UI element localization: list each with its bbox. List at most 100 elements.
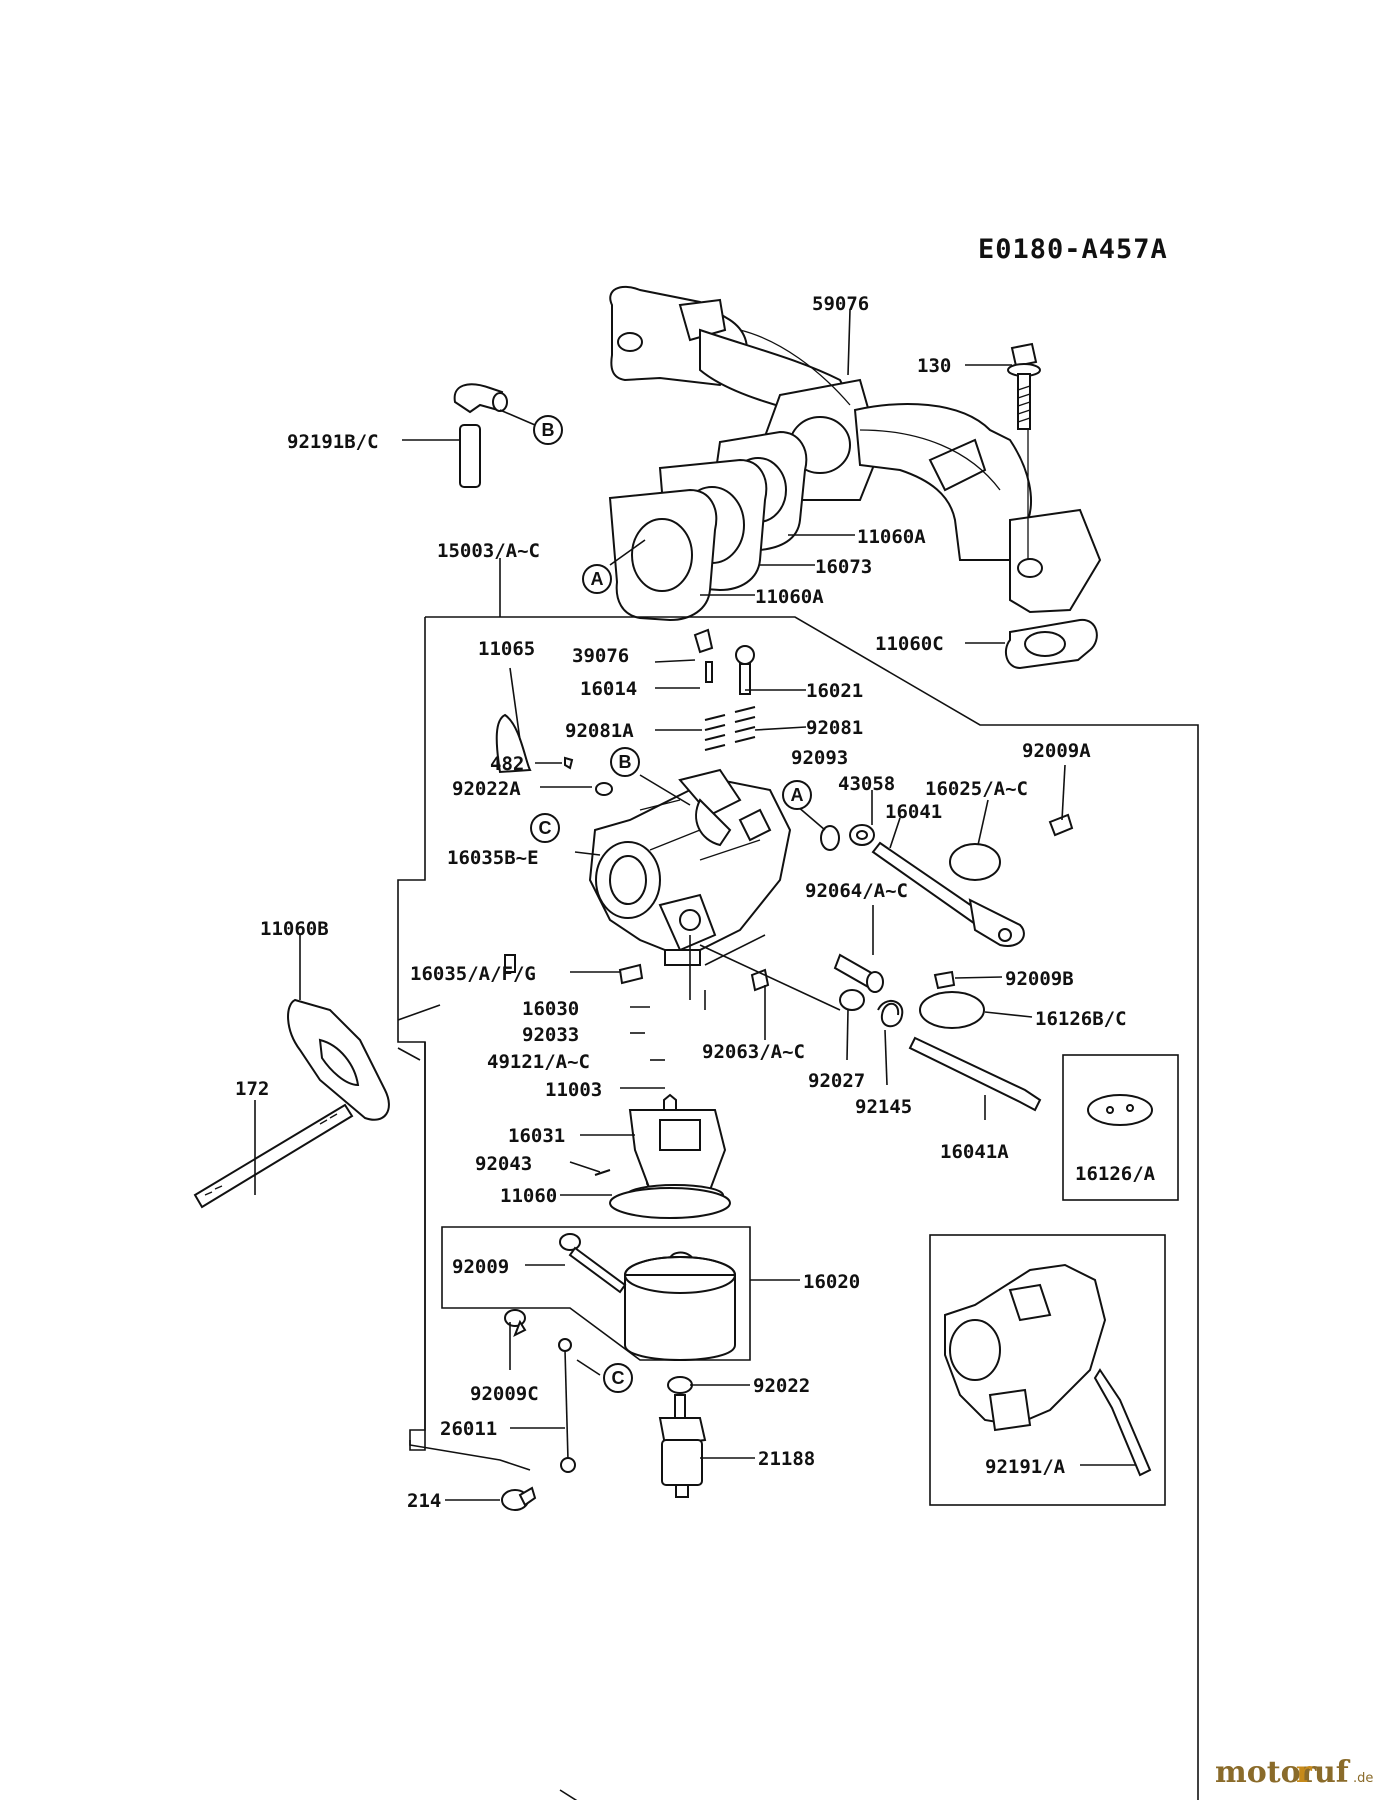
label-92033: 92033 [522, 1024, 579, 1046]
svg-text:motor: motor [1215, 1755, 1318, 1790]
screw-92009A [1048, 813, 1074, 837]
ref-C-bottom: C [603, 1363, 633, 1393]
pin-92043 [594, 1169, 611, 1176]
throttle-plate-16126BC [919, 991, 985, 1029]
screw-92009 [559, 1233, 627, 1294]
spring-92145 [877, 1000, 904, 1028]
label-92022: 92022 [753, 1375, 810, 1397]
plate-16025 [949, 843, 1001, 881]
label-92191BC: 92191B/C [287, 431, 379, 453]
svg-text:.de: .de [1353, 1771, 1373, 1786]
label-16041: 16041 [885, 801, 942, 823]
svg-text:C: C [539, 818, 552, 838]
label-15003: 15003/A~C [437, 540, 540, 562]
label-92027: 92027 [808, 1070, 865, 1092]
gasket-11060B [287, 998, 390, 1121]
label-92081A: 92081A [565, 720, 634, 742]
label-92064: 92064/A~C [805, 880, 908, 902]
throttle-plate-16126A [1087, 1094, 1153, 1126]
label-11060C: 11060C [875, 633, 944, 655]
intake-manifold [609, 285, 1102, 614]
ref-B-mid: B [610, 747, 640, 777]
washer-92022 [667, 1376, 693, 1394]
gasket-stack [608, 430, 808, 622]
ref-C-mid: C [530, 813, 560, 843]
label-16014: 16014 [580, 678, 637, 700]
label-11003: 11003 [545, 1079, 602, 1101]
label-482: 482 [490, 753, 524, 775]
carburetor-body [588, 768, 792, 966]
label-11065: 11065 [478, 638, 535, 660]
label-16126A: 16126/A [1075, 1163, 1156, 1185]
label-16041A: 16041A [940, 1141, 1009, 1163]
label-92009B: 92009B [1005, 968, 1074, 990]
label-92063: 92063/A~C [702, 1041, 805, 1063]
label-214: 214 [407, 1490, 441, 1512]
ref-A-mid: A [782, 780, 812, 810]
assembly-frame [425, 616, 1199, 1800]
bowl-16020 [624, 1256, 736, 1361]
label-11060A-2: 11060A [755, 586, 824, 608]
label-59076: 59076 [812, 293, 869, 315]
bushing-43058 [849, 824, 875, 846]
svg-text:r: r [1296, 1755, 1313, 1790]
choke-shaft-16041 [871, 841, 1025, 947]
part-labels: 59076 130 92191B/C 11060A 16073 11060A 1… [235, 293, 1156, 1512]
label-49121: 49121/A~C [487, 1051, 590, 1073]
label-21188: 21188 [758, 1448, 815, 1470]
spring-92064 [833, 953, 884, 993]
stud-172 [193, 1103, 354, 1209]
hose-92191BC [453, 383, 508, 488]
screw-92009B [933, 970, 956, 990]
label-92093: 92093 [791, 747, 848, 769]
label-16031: 16031 [508, 1125, 565, 1147]
label-39076: 39076 [572, 645, 629, 667]
label-11060B: 11060B [260, 918, 329, 940]
rod-26011 [558, 1338, 576, 1473]
gasket-11060C [1004, 618, 1098, 670]
label-92009C: 92009C [470, 1383, 539, 1405]
label-16030: 16030 [522, 998, 579, 1020]
label-92009A: 92009A [1022, 740, 1091, 762]
label-11060A-1: 11060A [857, 526, 926, 548]
svg-text:A: A [591, 569, 604, 589]
ref-B-top: B [533, 415, 563, 445]
jet-parts [495, 628, 840, 992]
screw-92009C [504, 1309, 527, 1338]
bowl-group-box [441, 1226, 751, 1361]
label-92081: 92081 [806, 717, 863, 739]
label-130: 130 [917, 355, 951, 377]
screw-214 [501, 1486, 537, 1511]
label-11060: 11060 [500, 1185, 557, 1207]
label-16021: 16021 [806, 680, 863, 702]
box-92191A [929, 1234, 1166, 1506]
label-172: 172 [235, 1078, 269, 1100]
svg-text:uf: uf [1314, 1755, 1351, 1790]
label-16025: 16025/A~C [925, 778, 1028, 800]
float-16031 [609, 1109, 731, 1219]
svg-text:A: A [791, 785, 804, 805]
svg-text:B: B [619, 752, 632, 772]
ref-A-left: A [582, 564, 612, 594]
label-26011: 26011 [440, 1418, 497, 1440]
label-16035BE: 16035B~E [447, 847, 539, 869]
label-92043: 92043 [475, 1153, 532, 1175]
box-16126A [1062, 1054, 1179, 1201]
label-92022A: 92022A [452, 778, 521, 800]
label-92191A: 92191/A [985, 1456, 1066, 1478]
label-16126BC: 16126B/C [1035, 1008, 1127, 1030]
carburetor-detail [944, 1263, 1152, 1477]
label-43058: 43058 [838, 773, 895, 795]
label-16035AFG: 16035/A/F/G [410, 963, 536, 985]
label-16020: 16020 [803, 1271, 860, 1293]
svg-text:B: B [542, 420, 555, 440]
solenoid-21188 [658, 1394, 707, 1498]
diagram-code: E0180-A457A [978, 234, 1168, 265]
label-92145: 92145 [855, 1096, 912, 1118]
label-92009: 92009 [452, 1256, 509, 1278]
washer-92027 [839, 989, 865, 1011]
label-16073: 16073 [815, 556, 872, 578]
svg-text:C: C [612, 1368, 625, 1388]
bolt-130 [1007, 342, 1041, 430]
